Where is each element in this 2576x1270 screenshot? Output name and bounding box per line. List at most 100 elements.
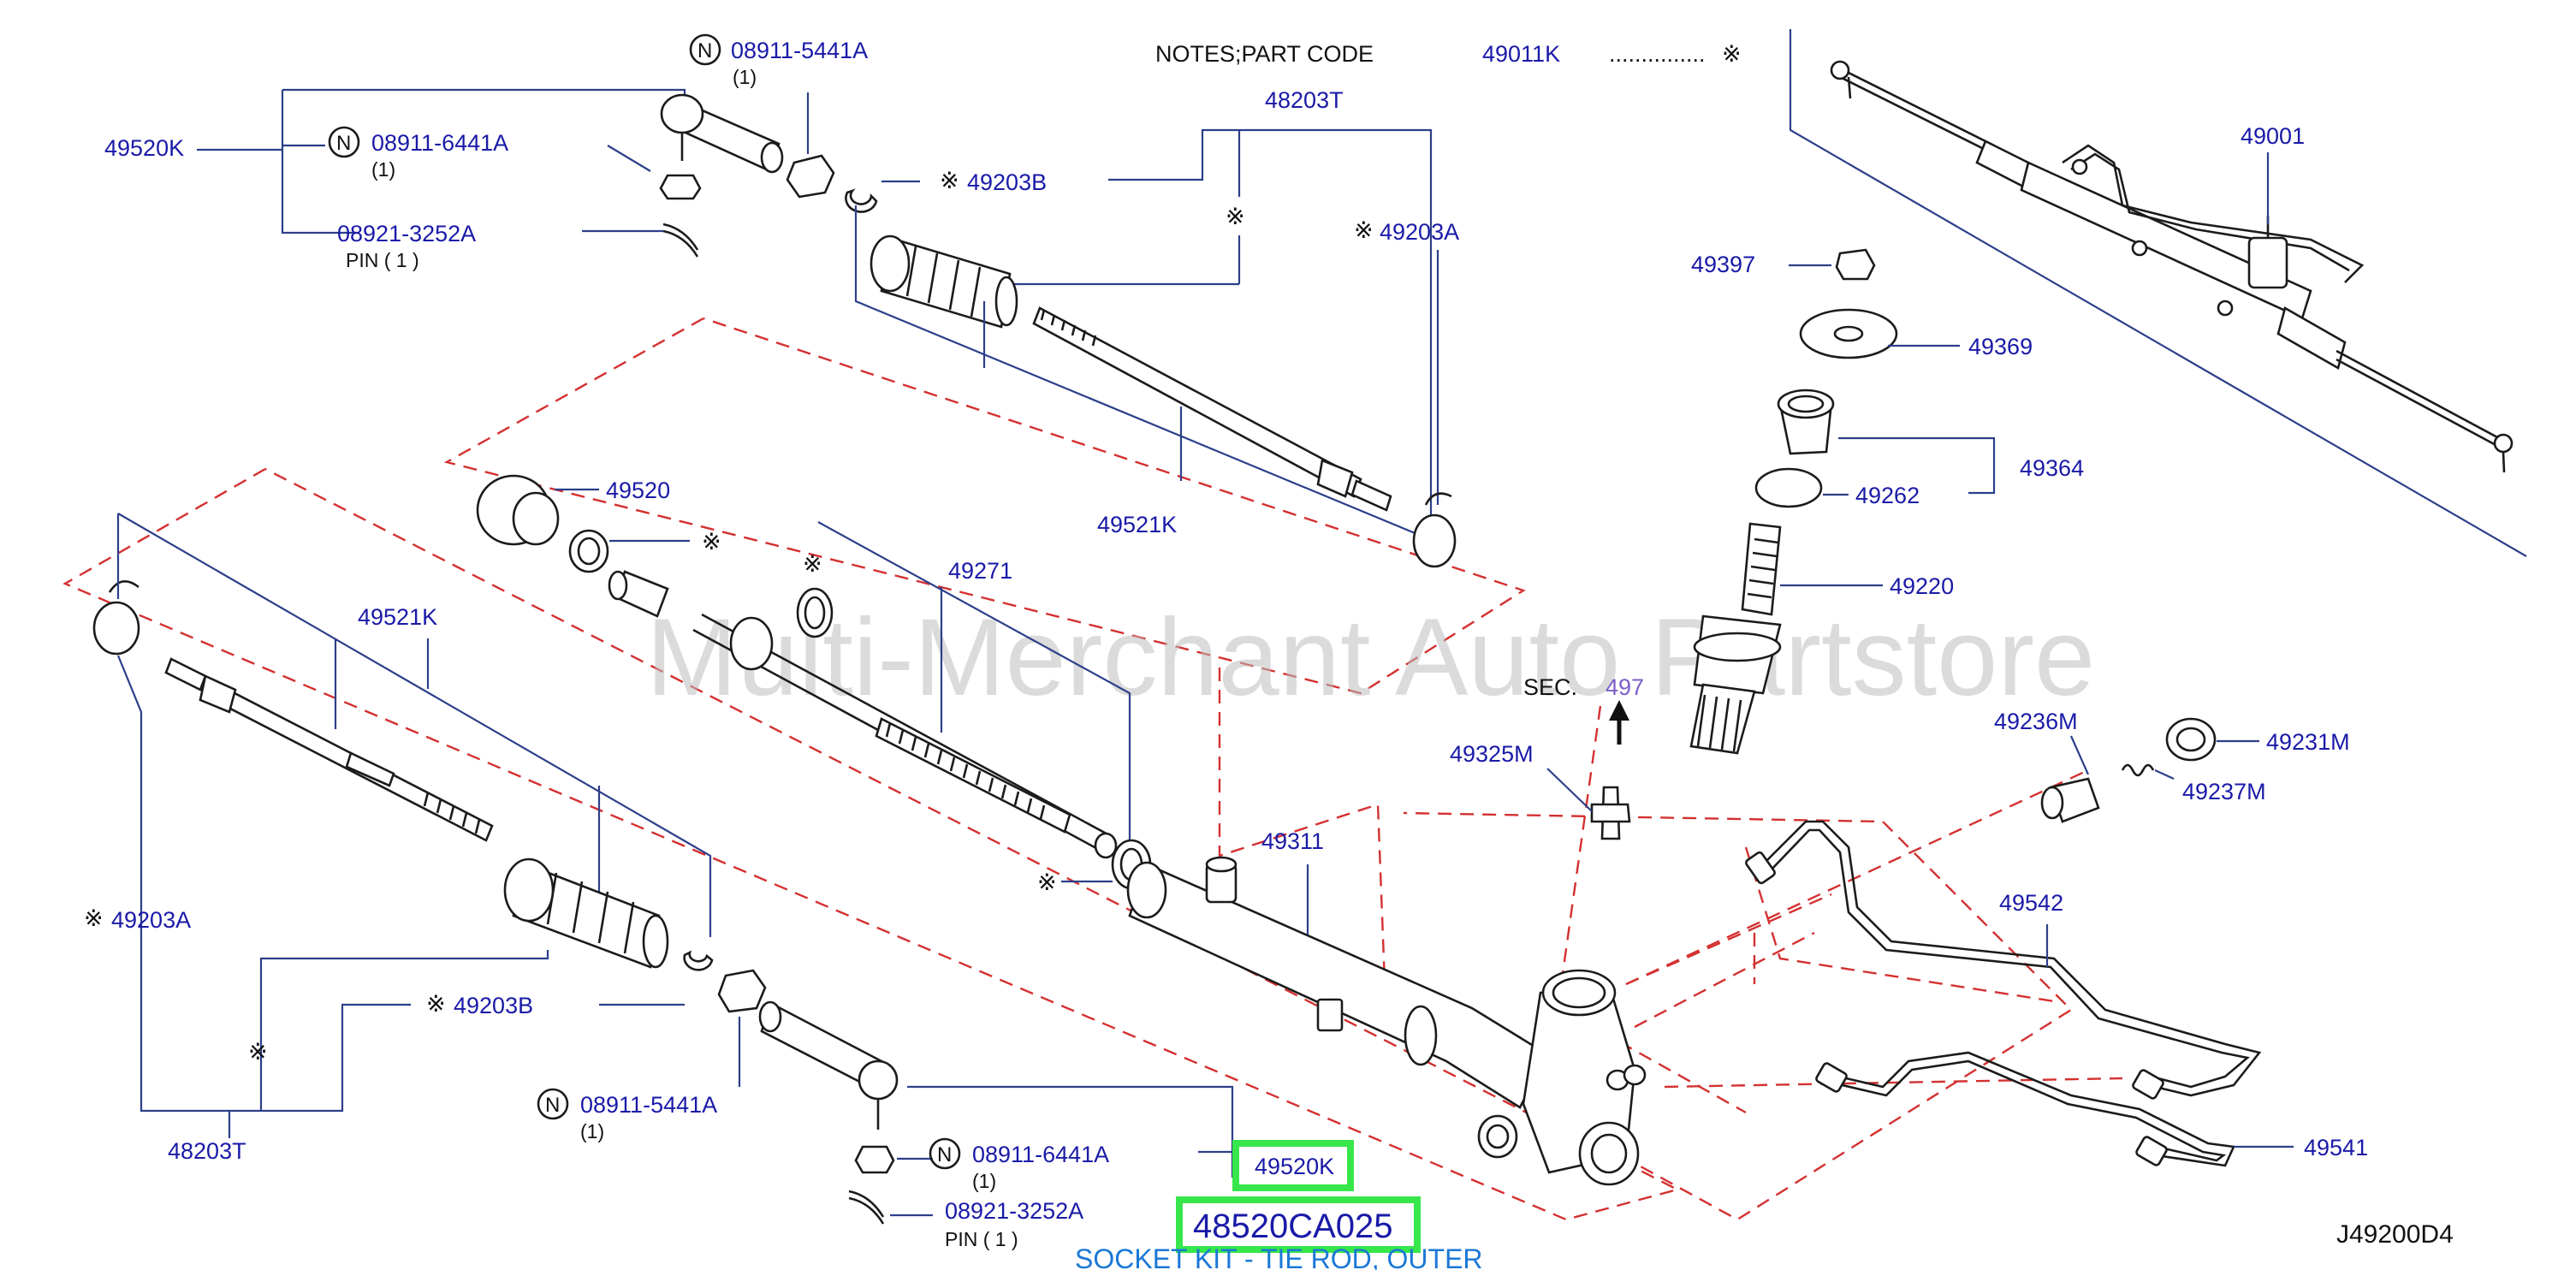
jam-nut-top <box>786 154 835 199</box>
bracket-49364 <box>1838 436 1996 495</box>
qty-08911-6441A-bottom: (1) <box>972 1170 996 1192</box>
label-48203T-bottom: 48203T <box>168 1138 246 1164</box>
leader-49237M <box>2154 769 2175 780</box>
label-49364: 49364 <box>2020 455 2084 481</box>
pipe-49542-b <box>1769 828 2250 1089</box>
rack-bar-teeth <box>875 717 1071 834</box>
label-49001: 49001 <box>2241 123 2305 149</box>
label-49203A-left: 49203A <box>111 907 191 933</box>
pipes-group: 49236M 49237M 49231M 49542 49541 <box>1745 709 2368 1167</box>
rack-housing-end-right <box>1578 1121 1640 1186</box>
rack-housing-mount <box>1477 1114 1518 1159</box>
sec-label: SEC. <box>1523 674 1577 700</box>
bracket-49520K-top-line <box>282 88 686 104</box>
pipe-49541-nut-left <box>1815 1062 1848 1093</box>
castle-nut-bottom <box>854 1145 895 1174</box>
pin-text-top: PIN ( 1 ) <box>346 249 419 271</box>
rack-boot-left-end <box>503 858 555 923</box>
label-49542: 49542 <box>1999 890 2063 916</box>
rack-bushing-inner <box>512 491 560 546</box>
asterisk-49203B-left: ※ <box>426 991 446 1017</box>
pipe-49541-a <box>1831 1051 2235 1167</box>
pressure-fitting-hex <box>1590 803 1631 823</box>
label-49203B-top: 49203B <box>967 169 1047 195</box>
rack-bar-teeth-marks <box>885 722 1046 820</box>
label-49520K-top: 49520K <box>104 135 184 161</box>
pipe-49542-nut-right <box>2132 1069 2164 1100</box>
bracket-49521K-top <box>854 205 1434 543</box>
overview-fitting-2 <box>2131 240 2148 257</box>
pinion-bearing-cup-top <box>1777 389 1835 419</box>
pin-text-bottom: PIN ( 1 ) <box>945 1228 1018 1250</box>
pipe-49541-b <box>1834 1059 2227 1162</box>
label-49369: 49369 <box>1968 334 2033 359</box>
overview-rod-right-2 <box>2336 358 2500 448</box>
qty-08911-5441A-top: (1) <box>733 66 757 88</box>
lower-left-callouts: 49521K ※ 49203B ※ 49203A ※ 48203T N 0891… <box>84 513 1234 1250</box>
boot-clamp-large-left <box>92 601 140 656</box>
circle-n-icon-top-1 <box>689 33 721 66</box>
sec-arrow-icon <box>1609 700 1629 721</box>
inner-tie-rod-tip-top <box>1350 479 1392 512</box>
asterisk-49203A-top: ※ <box>1354 217 1374 243</box>
label-49521K-left: 49521K <box>358 604 437 630</box>
steering-rack-assembly-overview: 49001 <box>1789 29 2527 557</box>
tie-rod-ball-bottom <box>858 1059 899 1101</box>
label-08911-6441A-bottom: 08911-6441A <box>972 1142 1109 1167</box>
label-49237M: 49237M <box>2182 779 2266 804</box>
pinion-valve-ring <box>1693 632 1782 662</box>
tie-rod-end-cap-bottom <box>758 1000 782 1033</box>
highlighted-part-group[interactable]: 49520K 48520CA025 SOCKET KIT - TIE ROD, … <box>1075 1140 1483 1270</box>
diagram-code: J49200D4 <box>2336 1220 2454 1249</box>
tie-rod-ball-top <box>660 93 704 134</box>
asterisk-rack-seal: ※ <box>702 529 721 555</box>
overview-rod-left <box>1839 67 1995 147</box>
label-49203A-top: 49203A <box>1380 219 1459 245</box>
pinion-housing-top-inner <box>1552 976 1606 1009</box>
highlight-caption: SOCKET KIT - TIE ROD, OUTER <box>1075 1243 1483 1270</box>
rack-housing-end <box>1126 861 1167 919</box>
sec-number: 497 <box>1606 674 1644 700</box>
rack-housing-ring <box>1404 1005 1438 1066</box>
rack-boot-left-small-end <box>642 914 669 969</box>
rack-housing-port <box>1316 998 1344 1032</box>
valve-plug-49236M-cap <box>2040 786 2064 820</box>
boot-clamp-small-left <box>683 950 714 971</box>
rack-seal-ring <box>568 529 609 573</box>
inner-tie-rod-tip-left <box>164 657 207 691</box>
pipe-49541-nut-right <box>2135 1136 2168 1166</box>
label-08911-5441A-top: 08911-5441A <box>731 38 868 63</box>
rack-bar-end-left <box>729 616 774 671</box>
pinion-o-ring <box>1754 467 1823 508</box>
highlight-box-part-label[interactable] <box>1232 1140 1354 1191</box>
label-49541: 49541 <box>2304 1135 2368 1160</box>
asterisk-48203T-bottom: ※ <box>248 1039 268 1065</box>
overview-pipe-2 <box>2070 152 2350 272</box>
label-49311: 49311 <box>1261 828 1324 854</box>
castle-nut-top <box>659 174 702 200</box>
label-49325M: 49325M <box>1450 741 1534 767</box>
overview-boot-right <box>2276 306 2347 370</box>
overview-fitting-1 <box>2071 158 2088 175</box>
bracket-49520K-vertical <box>281 90 359 234</box>
rack-internal-parts: 49520 ※ ※ 49271 ※ <box>476 474 1152 895</box>
pinion-shaft-lower-gear <box>1696 694 1742 752</box>
rack-bar-end-right <box>1094 832 1118 859</box>
highlight-part-number[interactable]: 48520CA025 <box>1193 1208 1393 1245</box>
asterisk-oil-seal-lower: ※ <box>1037 869 1057 895</box>
pinion-dust-cover <box>1799 308 1898 359</box>
label-49271: 49271 <box>948 558 1012 584</box>
highlight-box-part-number[interactable] <box>1176 1196 1421 1253</box>
valve-cap-49231M-inner <box>2175 727 2206 752</box>
label-08921-3252A-bottom: 08921-3252A <box>945 1198 1083 1224</box>
rack-oil-seal-upper-inner <box>804 596 826 630</box>
valve-spring-49237M <box>2121 763 2155 777</box>
highlight-part-label[interactable]: 49520K <box>1255 1154 1334 1179</box>
dashed-link-8 <box>1634 931 1815 1029</box>
qty-08911-6441A-top: (1) <box>371 158 395 181</box>
label-08911-6441A-top: 08911-6441A <box>371 130 508 156</box>
label-49397: 49397 <box>1691 252 1755 277</box>
pipe-49542-a <box>1762 820 2262 1097</box>
bracket-48203T-bottom <box>259 950 549 1111</box>
